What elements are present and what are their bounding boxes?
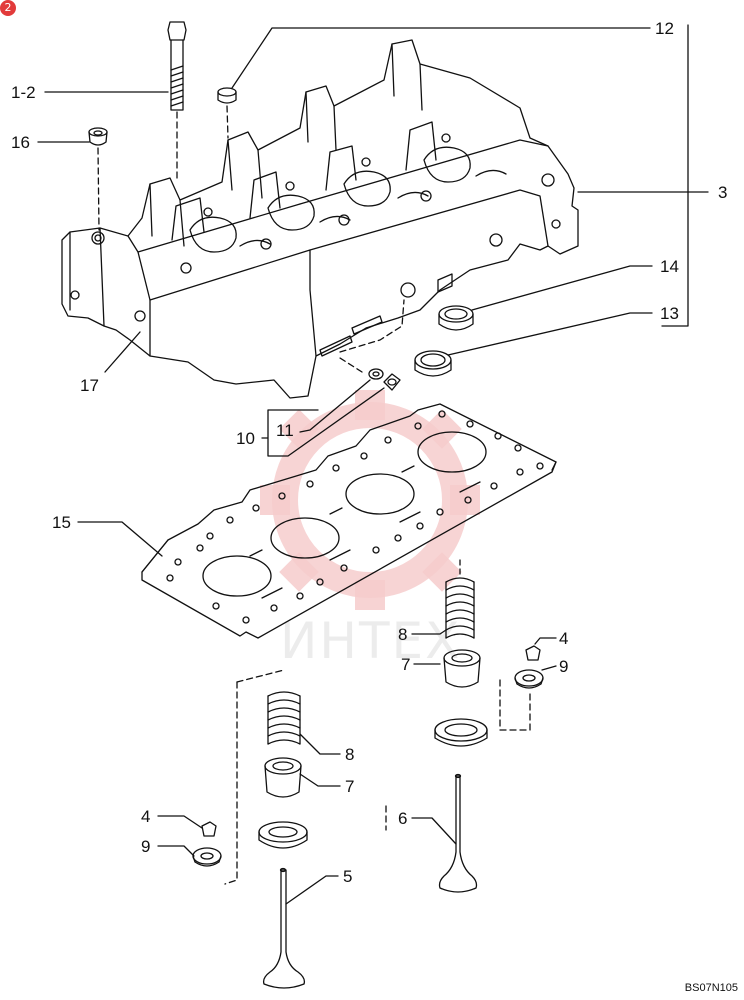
callout-13: 13 (660, 304, 679, 323)
exhaust-valve-6 (438, 773, 478, 893)
head-gasket (141, 403, 557, 639)
leader-3-bracket (577, 24, 709, 327)
callout-3: 3 (718, 183, 728, 202)
valve-seat-13 (414, 350, 452, 377)
callout-15: 15 (52, 513, 71, 532)
drawing-code: BS07N105 (684, 982, 738, 994)
valve-retainer-right (514, 669, 544, 689)
callout-17: 17 (80, 376, 99, 395)
callout-14: 14 (660, 257, 679, 276)
leader-7-left (299, 773, 341, 787)
valve-keeper-left (201, 821, 217, 837)
intake-valve-5 (262, 867, 306, 989)
leader-9-right (541, 665, 557, 671)
valve-seat-right (434, 718, 488, 747)
leader-9-left (157, 845, 195, 857)
leader-8-left (299, 733, 341, 755)
plug-12 (217, 87, 237, 104)
valve-stem-seal-left (264, 757, 302, 798)
valve-keeper-right (525, 645, 541, 661)
callout-11: 11 (276, 421, 294, 440)
callout-10: 10 (236, 429, 255, 448)
callout-9-right: 9 (559, 657, 569, 676)
valve-seat-14 (438, 305, 474, 331)
callout-5: 5 (343, 867, 353, 886)
callout-8-right: 8 (398, 625, 408, 644)
page-badge: 2 (0, 0, 16, 16)
valve-seat-left (258, 821, 308, 849)
leader-8-right (411, 629, 447, 635)
leader-12 (231, 27, 651, 89)
cap-16 (88, 127, 108, 146)
head-bolt (167, 21, 187, 111)
callout-9-left: 9 (141, 837, 151, 856)
leader-4-left (157, 815, 203, 829)
callout-4-left: 4 (141, 807, 151, 826)
cylinder-head (61, 39, 579, 399)
leader-10-11 (261, 379, 385, 457)
callout-12: 12 (655, 19, 674, 38)
valve-stem-seal-right (443, 649, 481, 688)
callout-4-right: 4 (559, 629, 569, 648)
plug-10 (383, 373, 401, 391)
valve-retainer-left (192, 847, 222, 867)
valve-spring-right (445, 559, 475, 639)
callout-16: 16 (11, 133, 30, 152)
leader-6 (411, 817, 457, 845)
callout-8-left: 8 (345, 745, 355, 764)
leader-15 (77, 521, 163, 557)
callout-6: 6 (398, 809, 408, 828)
leader-17 (104, 331, 141, 373)
callout-7-left: 7 (345, 777, 355, 796)
leader-5 (285, 875, 339, 905)
callout-1-2: 1-2 (11, 83, 36, 102)
callout-7-right: 7 (401, 655, 411, 674)
sealing-ring-11 (368, 368, 384, 380)
leader-13 (447, 312, 653, 356)
watermark-text: ИНТЕХ (280, 612, 462, 670)
valve-spring-left (267, 691, 301, 745)
leader-4-right (534, 637, 557, 645)
leader-14 (471, 265, 653, 311)
